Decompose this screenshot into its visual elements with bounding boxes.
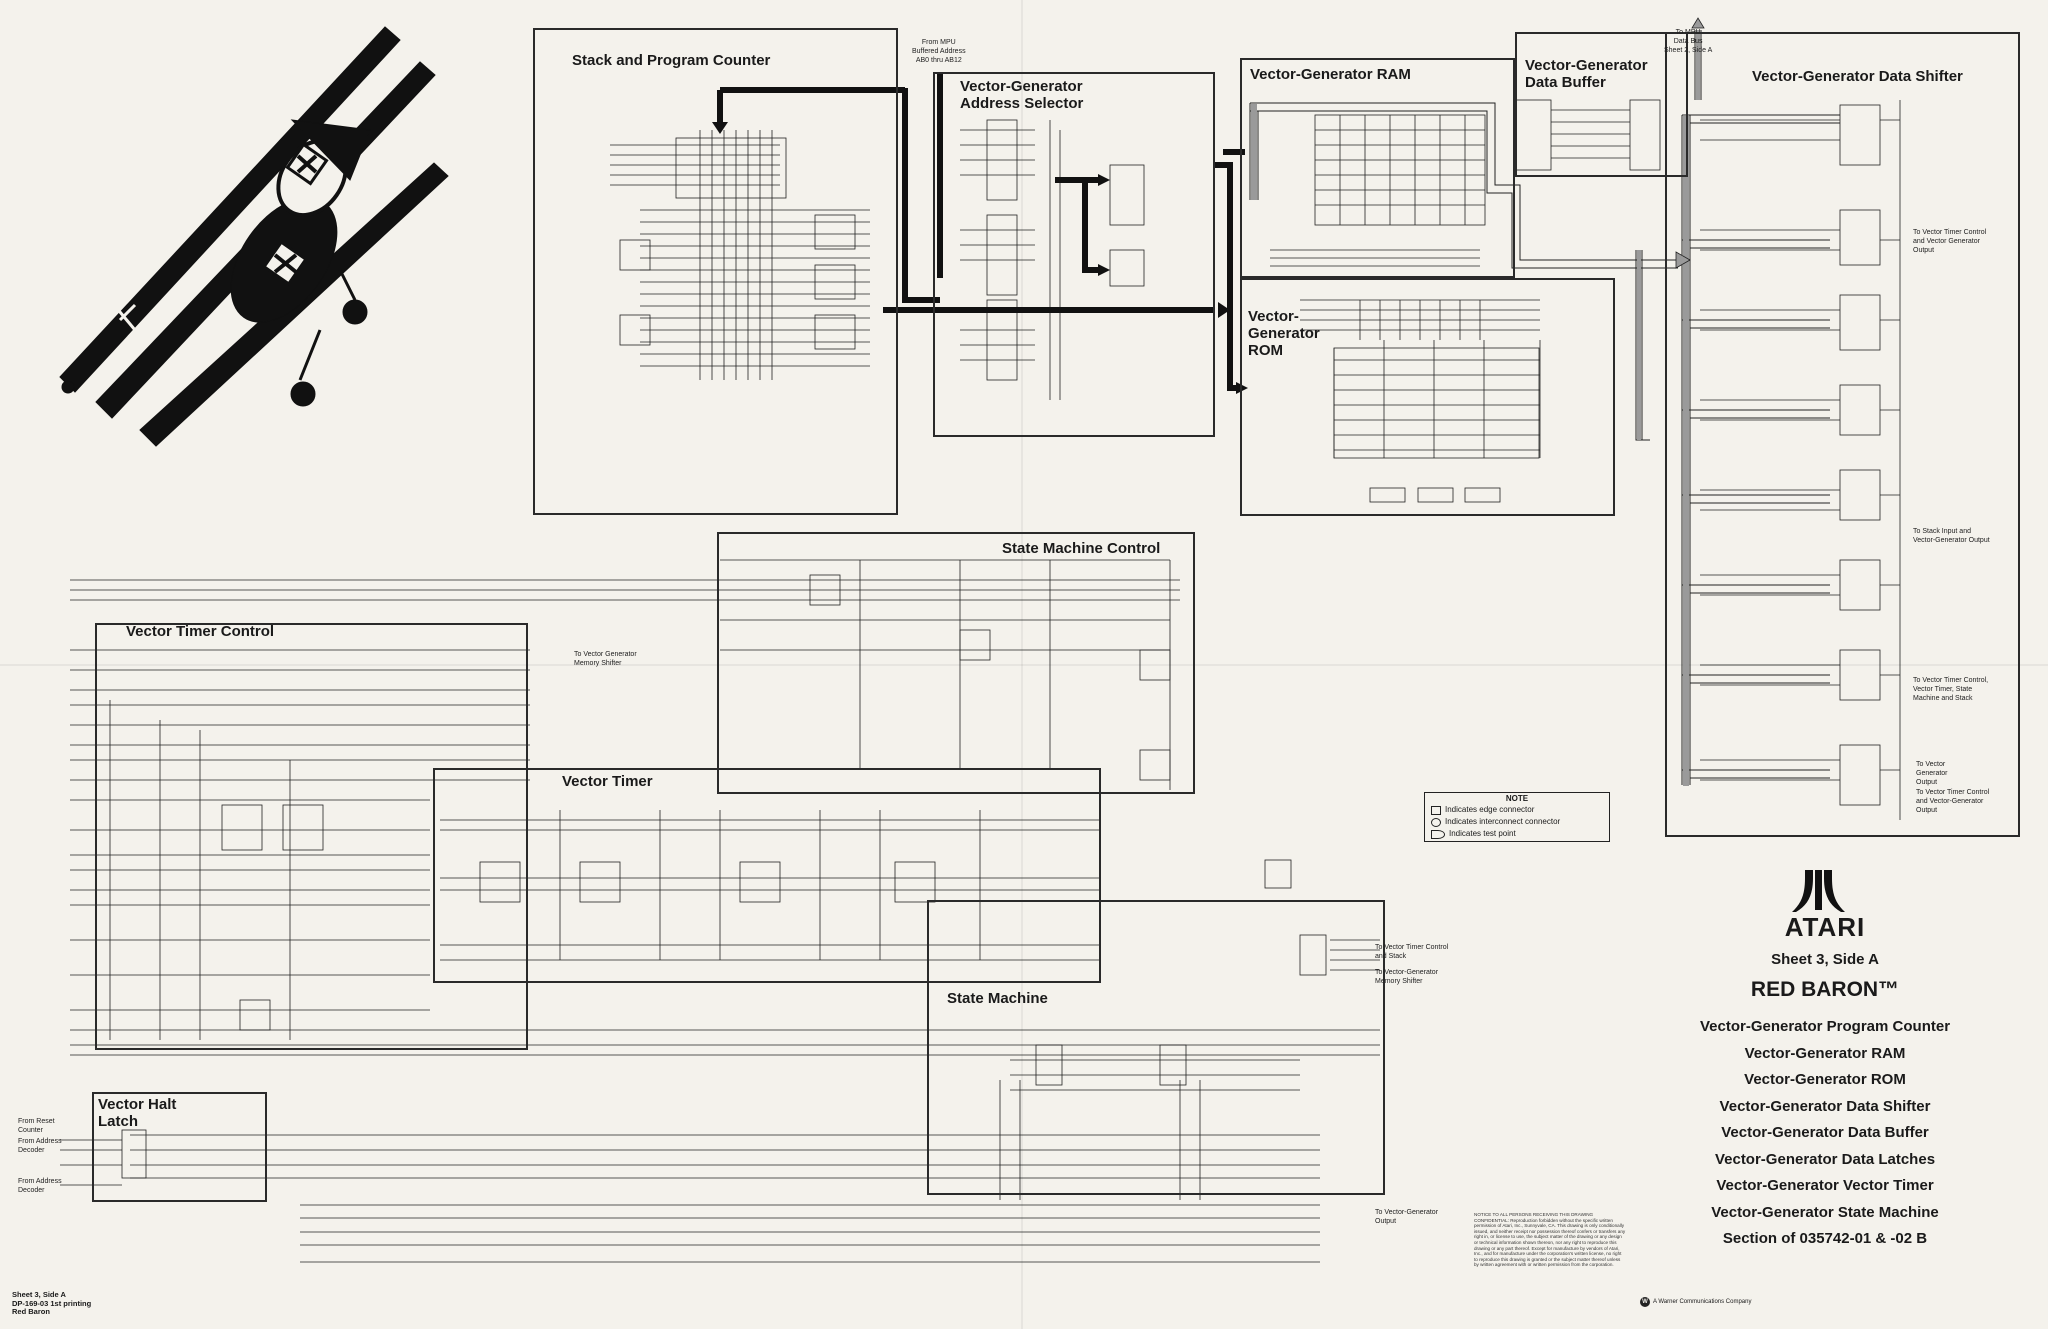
title-items: Vector-Generator Program Counter Vector-… <box>1660 1014 1990 1253</box>
label-to-vtc-vg-output: To Vector Timer Control and Vector Gener… <box>1913 229 1987 254</box>
label-to-vtc-vgo: To Vector Timer Control and Vector-Gener… <box>1916 789 1990 814</box>
block-vg-ram <box>1240 58 1515 278</box>
label-to-vtc-stack: To Vector Timer Control and Stack <box>1375 944 1449 960</box>
title-stack-program-counter: Stack and Program Counter <box>572 52 771 69</box>
note-legend: NOTE Indicates edge connector Indicates … <box>1424 792 1610 842</box>
block-state-machine <box>927 900 1385 1195</box>
block-state-machine-control <box>717 532 1195 794</box>
label-to-vg-memory-shifter-2: To Vector-Generator Memory Shifter <box>1375 969 1439 985</box>
warner-text: A Warner Communications Company <box>1653 1299 1752 1305</box>
title-data-shifter: Vector-Generator Data Shifter <box>1752 68 1963 85</box>
game-title: RED BARON™ <box>1750 978 1900 1001</box>
title-vg-ram: Vector-Generator RAM <box>1250 66 1411 83</box>
interconnect-connector-icon <box>1431 817 1441 827</box>
edge-connector-icon <box>1431 805 1441 815</box>
title-item: Vector-Generator Data Buffer <box>1721 1124 1929 1141</box>
sheet-label: Sheet 3, Side A <box>1771 951 1879 968</box>
label-to-vg-output-2: To Vector-Generator Output <box>1375 1209 1439 1225</box>
fold-horizontal <box>0 664 2048 666</box>
label-from-reset-counter: From Reset Counter <box>18 1118 55 1134</box>
note-test-point: Indicates test point <box>1431 829 1516 839</box>
label-to-stack-input: To Stack Input and Vector-Generator Outp… <box>1913 528 1990 544</box>
block-data-buffer <box>1515 32 1688 177</box>
label-from-address-decoder-2: From Address Decoder <box>18 1178 62 1194</box>
note-edge-connector: Indicates edge connector <box>1431 805 1534 815</box>
block-vector-timer-control <box>95 623 528 1050</box>
block-vg-rom <box>1240 278 1615 516</box>
test-point-icon <box>1431 829 1445 839</box>
label-to-vg-output: To Vector Generator Output <box>1916 761 1948 786</box>
warner-logo-icon: W <box>1640 1297 1650 1307</box>
title-state-machine: State Machine <box>947 990 1048 1007</box>
note-title: NOTE <box>1505 794 1529 803</box>
title-item: Vector-Generator Data Latches <box>1714 1150 1936 1168</box>
title-item: Section of 035742-01 & -02 B <box>1722 1230 1928 1247</box>
title-state-machine-control: State Machine Control <box>1002 540 1161 557</box>
title-vector-timer-control: Vector Timer Control <box>126 623 275 640</box>
title-item: Vector-Generator Vector Timer <box>1716 1177 1934 1194</box>
label-from-address-decoder: From Address Decoder <box>18 1138 62 1154</box>
title-address-selector: Vector-Generator Address Selector <box>960 78 1084 112</box>
title-item: Vector-Generator RAM <box>1744 1044 1906 1062</box>
warner-credit: W A Warner Communications Company <box>1640 1297 1751 1307</box>
block-data-shifter <box>1665 32 2020 837</box>
brand-name: ATARI <box>1784 912 1866 942</box>
block-vector-halt-latch <box>92 1092 267 1202</box>
block-address-selector <box>933 72 1215 437</box>
title-item: Vector-Generator State Machine <box>1711 1203 1939 1221</box>
note-interconnect-connector: Indicates interconnect connector <box>1431 817 1560 827</box>
fold-vertical <box>1021 0 1023 1329</box>
label-to-vtc-vt-sm-stack: To Vector Timer Control, Vector Timer, S… <box>1913 677 1989 702</box>
title-item: Vector-Generator Program Counter <box>1699 1018 1951 1035</box>
triplane-illustration <box>59 26 449 447</box>
confidential-notice: NOTICE TO ALL PERSONS RECEIVING THIS DRA… <box>1474 1212 1626 1268</box>
title-block: ATARI Sheet 3, Side A RED BARON™ Vector-… <box>1660 912 1990 1253</box>
block-vector-timer <box>433 768 1101 983</box>
title-item: Vector-Generator Data Shifter <box>1719 1097 1931 1115</box>
atari-logo-mark <box>1792 870 1845 912</box>
label-to-mpu: To MPU Data Bus Sheet 2, Side A <box>1664 29 1713 54</box>
title-vector-halt-latch: Vector Halt Latch <box>98 1096 177 1130</box>
footer-sheet-info: Sheet 3, Side A DP-169-03 1st printing R… <box>12 1290 92 1316</box>
title-data-buffer: Vector-Generator Data Buffer <box>1525 57 1648 91</box>
title-vector-timer: Vector Timer <box>562 773 653 790</box>
label-from-mpu: From MPU Buffered Address AB0 thru AB12 <box>912 39 966 64</box>
title-item: Vector-Generator ROM <box>1744 1071 1906 1088</box>
title-vg-rom: Vector- Generator ROM <box>1248 308 1320 359</box>
block-stack-program-counter <box>533 28 898 515</box>
label-to-vg-memory-shifter: To Vector Generator Memory Shifter <box>574 651 637 667</box>
